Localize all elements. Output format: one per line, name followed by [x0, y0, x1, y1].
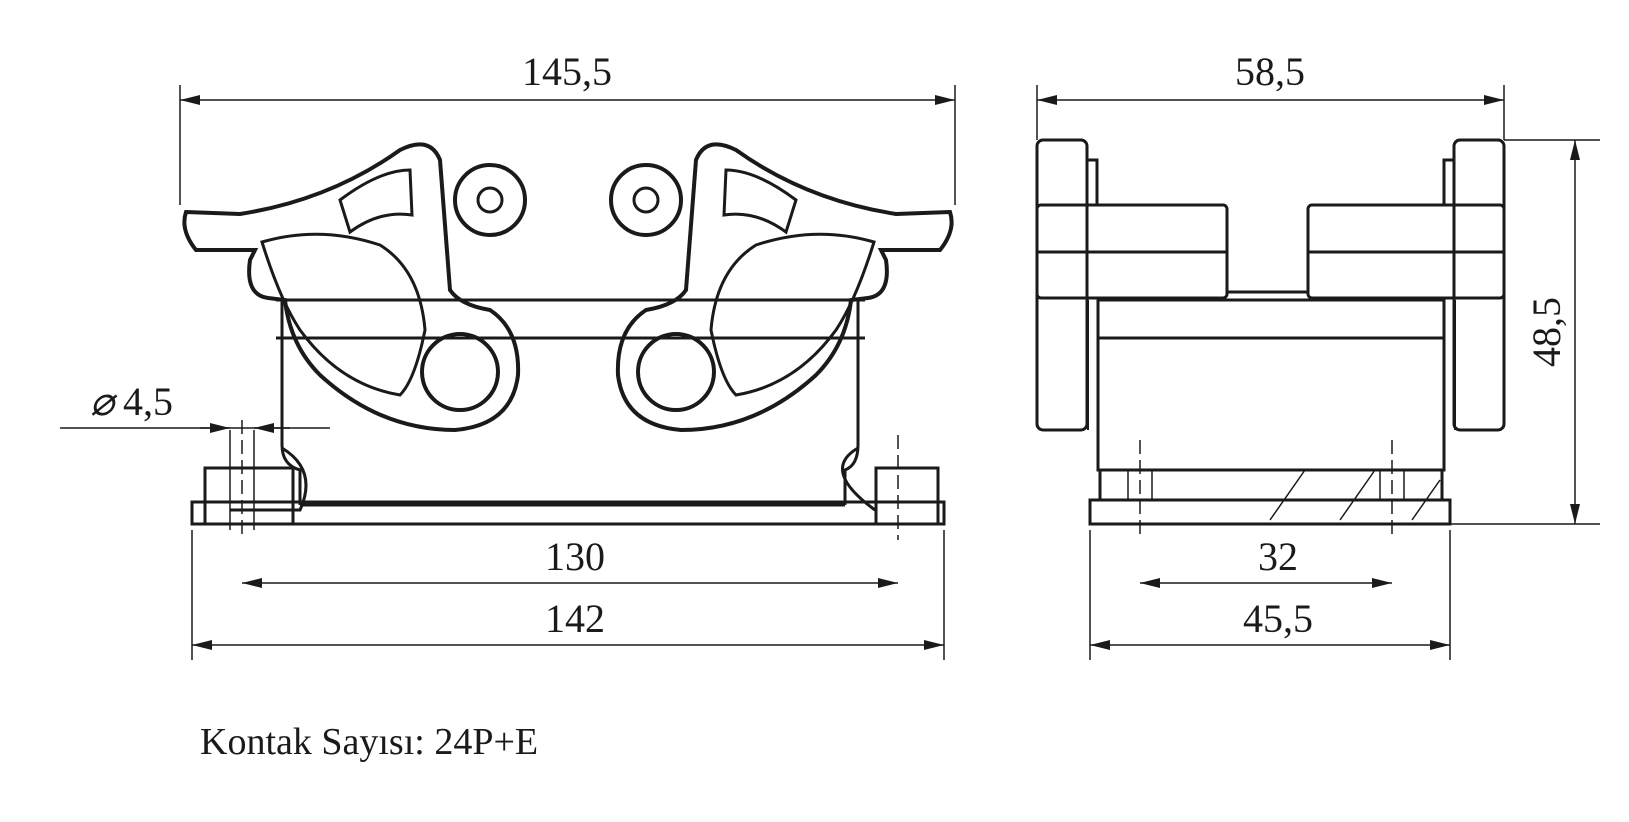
contact-count-caption: Kontak Sayısı: 24P+E: [200, 720, 538, 764]
dim-front-base: 142: [545, 596, 605, 641]
dim-hole-diameter-symbol: ⌀: [90, 379, 118, 424]
dim-front-width: 145,5: [522, 49, 612, 94]
front-right-pivot: [636, 332, 716, 412]
front-left-lever: [182, 142, 521, 433]
side-base-plate: [1088, 498, 1452, 526]
front-left-roller: [453, 163, 527, 237]
dim-front-pitch: 130: [545, 534, 605, 579]
front-right-foot: [874, 466, 940, 526]
dim-side-height: 48,5: [1524, 297, 1569, 367]
front-view: 145,5 ⌀ 4,5 130 142: [60, 49, 956, 660]
front-right-lever: [615, 142, 954, 433]
dim-side-pitch: 32: [1258, 534, 1298, 579]
front-left-pivot: [420, 332, 500, 412]
contact-count-value: 24P+E: [434, 721, 539, 763]
dim-hole-diameter: 4,5: [123, 379, 173, 424]
contact-count-label: Kontak Sayısı:: [200, 721, 425, 763]
dim-side-base: 45,5: [1243, 596, 1313, 641]
side-right-flange: [1452, 138, 1506, 432]
front-left-foot: [203, 466, 295, 526]
dim-side-width: 58,5: [1235, 49, 1305, 94]
front-hood-body: [276, 298, 865, 507]
side-left-flange: [1035, 138, 1089, 432]
side-view: 58,5 48,5 32 45,5: [1035, 49, 1600, 660]
front-right-roller: [609, 163, 683, 237]
side-body: [1096, 298, 1446, 472]
front-base-plate: [190, 500, 946, 526]
